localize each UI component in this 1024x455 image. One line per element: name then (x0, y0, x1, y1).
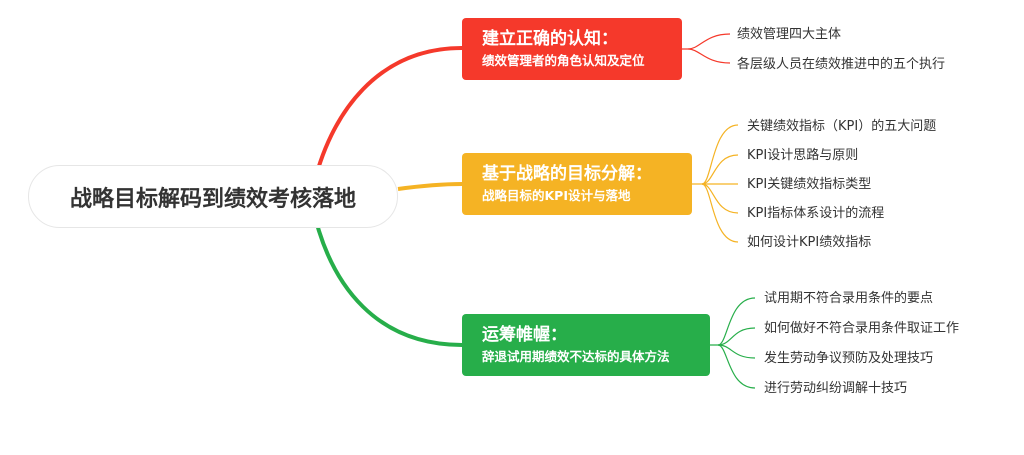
connector-yellow (397, 182, 463, 191)
branch-title: 建立正确的认知： (482, 29, 618, 49)
root-node[interactable]: 战略目标解码到绩效考核落地 (28, 165, 398, 228)
leaf-node[interactable]: 发生劳动争议预防及处理技巧 (764, 351, 934, 366)
leaf-node[interactable]: 如何做好不符合录用条件取证工作 (764, 321, 960, 336)
leaf-connectors-yellow (692, 124, 739, 243)
leaf-node[interactable]: KPI指标体系设计的流程 (747, 206, 885, 221)
branch-subtitle: 绩效管理者的角色认知及定位 (482, 53, 645, 68)
leaf-node[interactable]: 绩效管理四大主体 (737, 27, 842, 42)
root-label: 战略目标解码到绩效考核落地 (69, 186, 356, 212)
branch-title: 基于战略的目标分解： (482, 164, 652, 184)
branch-title: 运筹帷幄： (482, 325, 567, 345)
leaf-node[interactable]: 试用期不符合录用条件的要点 (764, 291, 934, 306)
leaf-node[interactable]: 进行劳动纠纷调解十技巧 (764, 381, 908, 396)
leaf-connectors-red (682, 33, 731, 64)
connector-red (310, 46, 463, 193)
leaf-connectors-green (710, 297, 756, 389)
branch-node-strategy[interactable]: 基于战略的目标分解： 战略目标的KPI设计与落地 (462, 153, 692, 215)
leaf-node[interactable]: 如何设计KPI绩效指标 (747, 235, 872, 250)
branch-subtitle: 辞退试用期绩效不达标的具体方法 (482, 349, 670, 364)
connector-green (310, 203, 463, 347)
branch-subtitle: 战略目标的KPI设计与落地 (482, 188, 631, 203)
branch-node-cognition[interactable]: 建立正确的认知： 绩效管理者的角色认知及定位 (462, 18, 682, 80)
leaf-node[interactable]: KPI设计思路与原则 (747, 148, 859, 163)
leaf-node[interactable]: 各层级人员在绩效推进中的五个执行 (737, 57, 946, 72)
branch-node-probation[interactable]: 运筹帷幄： 辞退试用期绩效不达标的具体方法 (462, 314, 710, 376)
leaf-node[interactable]: 关键绩效指标（KPI）的五大问题 (747, 119, 937, 134)
leaf-node[interactable]: KPI关键绩效指标类型 (747, 177, 872, 192)
